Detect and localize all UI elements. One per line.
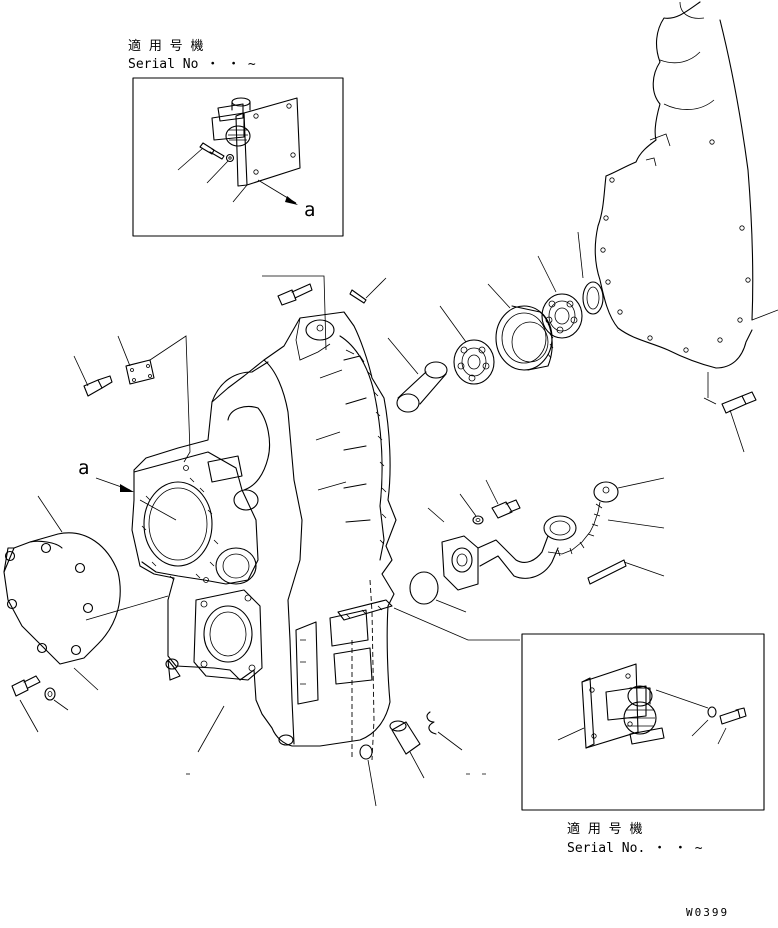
bearing-right <box>537 255 583 339</box>
cover-bolt <box>11 675 41 733</box>
bottom-inset-box <box>521 633 765 811</box>
ref-a-main-arrow <box>95 477 177 521</box>
spring-clip <box>426 711 463 751</box>
case-leader <box>197 705 225 753</box>
side-cover <box>3 495 169 665</box>
o-ring <box>409 571 467 613</box>
top-serial-callout: 適 用 号 機 Serial No ・ ・ ~ <box>128 38 256 72</box>
bearing-left <box>439 305 495 385</box>
ref-a-inset: a <box>304 199 315 221</box>
bottom-applicable-label: 適 用 号 機 <box>567 821 642 837</box>
oil-pipe <box>427 507 577 591</box>
drawing-number: W0399 <box>686 906 729 919</box>
pipe-washer <box>459 493 484 525</box>
bottom-serial-callout: 適 用 号 機 Serial No. ・ ・ ~ <box>567 821 703 856</box>
cover-washer <box>44 667 99 711</box>
snap-ring <box>577 231 604 315</box>
pin <box>349 277 387 304</box>
pipe-bolt <box>485 479 521 519</box>
drain-plug-chain <box>547 477 665 557</box>
inset-link-line <box>393 607 520 641</box>
top-applicable-label: 適 用 号 機 <box>128 38 203 54</box>
bottom-serial-label: Serial No. ・ ・ ~ <box>567 841 703 856</box>
top-inset-part <box>177 97 301 205</box>
housing-bolt <box>721 391 757 453</box>
small-o-ring <box>359 744 377 807</box>
bearing-race <box>487 283 554 371</box>
top-bolt <box>262 275 327 351</box>
shaft <box>387 337 448 413</box>
cotter-pin <box>587 559 665 585</box>
name-plate <box>117 335 191 463</box>
plate-rivet <box>73 355 113 397</box>
top-serial-label: Serial No ・ ・ ~ <box>128 57 256 72</box>
bottom-inset-part <box>557 663 747 749</box>
top-inset-box <box>132 77 344 237</box>
plug <box>389 720 425 779</box>
flywheel-housing <box>594 1 778 405</box>
transmission-case <box>131 311 397 761</box>
ref-a-main: a <box>78 457 89 479</box>
